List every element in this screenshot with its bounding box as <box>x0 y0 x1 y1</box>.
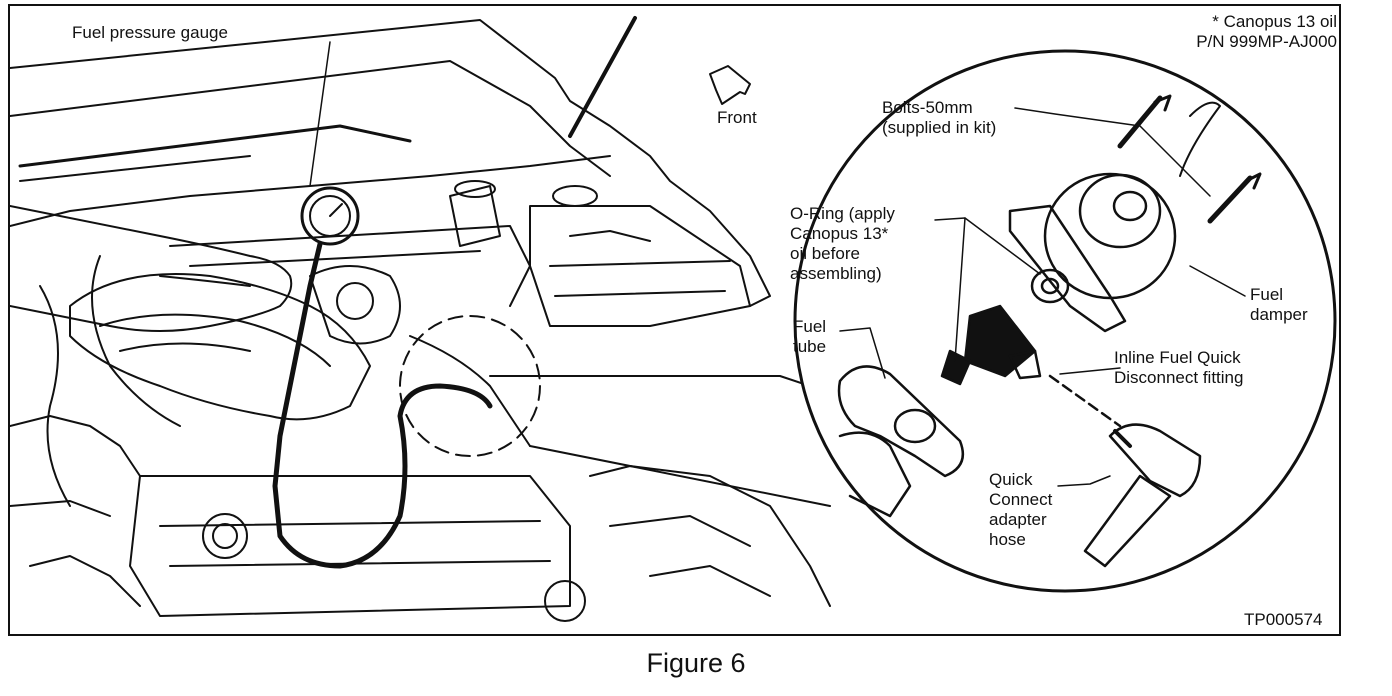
throttle-body <box>309 265 401 345</box>
fuel-tube-line-1: Fuel <box>793 317 827 336</box>
inline-fitting-line-1: Inline Fuel Quick <box>1114 348 1241 367</box>
quick-connect-line-1: Quick <box>989 470 1033 489</box>
quick-connect-adapter-hose <box>1108 423 1202 498</box>
label-quick-connect: Quick Connect adapter hose <box>989 470 1052 550</box>
gauge-hose <box>272 241 493 569</box>
o-ring-line-3: oil before <box>790 244 860 263</box>
oil-filler-cap <box>202 513 248 559</box>
figure-caption: Figure 6 <box>646 648 746 678</box>
fuel-damper-line-2: damper <box>1250 305 1308 324</box>
label-bolts: Bolts-50mm (supplied in kit) <box>882 98 996 138</box>
fuel-pressure-gauge <box>300 186 360 246</box>
intake-manifold <box>69 273 371 421</box>
note-line-2: P/N 999MP-AJ000 <box>1196 32 1337 51</box>
engine-illustration <box>10 16 1337 622</box>
label-front: Front <box>717 108 757 127</box>
detail-view <box>793 49 1337 593</box>
bolt-2 <box>1207 175 1253 224</box>
quick-connect-line-2: Connect <box>989 490 1053 509</box>
figure-frame: Fuel pressure gauge Front * Canopus 13 o… <box>8 4 1341 636</box>
label-fuel-tube: Fuel tube <box>793 317 826 357</box>
hood-outline <box>10 19 771 307</box>
fuel-tube-line-2: tube <box>793 337 827 356</box>
bolt-1 <box>1117 95 1163 149</box>
label-fuel-pressure-gauge: Fuel pressure gauge <box>72 23 228 42</box>
label-inline-fitting: Inline Fuel Quick Disconnect fitting <box>1114 348 1243 388</box>
o-ring-line-1: O-Ring (apply <box>790 204 895 223</box>
front-direction-arrow-icon <box>709 65 751 105</box>
fuel-damper-line-1: Fuel <box>1250 285 1284 304</box>
fuel-tube <box>837 365 965 478</box>
note-line-1: * Canopus 13 oil <box>1212 12 1337 31</box>
wiper-arm <box>18 124 412 168</box>
hood-inner-edge <box>10 60 611 177</box>
inline-fitting-line-2: Disconnect fitting <box>1114 368 1244 387</box>
quick-connect-line-3: adapter <box>989 510 1047 529</box>
bolts-line-1: Bolts-50mm <box>882 98 973 117</box>
o-ring-line-4: assembling) <box>790 264 882 283</box>
valve-cover <box>129 475 571 617</box>
hood-support-rod <box>568 16 637 138</box>
radiator-cap <box>544 580 586 622</box>
reservoir <box>449 185 501 247</box>
detail-dashed-circle <box>399 315 541 457</box>
label-o-ring: O-Ring (apply Canopus 13* oil before ass… <box>790 204 895 284</box>
label-fuel-damper: Fuel damper <box>1250 285 1308 325</box>
bolts-line-2: (supplied in kit) <box>882 118 997 137</box>
o-ring-line-2: Canopus 13* <box>790 224 889 243</box>
quick-connect-line-4: hose <box>989 530 1026 549</box>
figure-note: * Canopus 13 oil P/N 999MP-AJ000 <box>1152 12 1337 52</box>
inline-quick-disconnect-fitting <box>963 304 1037 378</box>
part-code: TP000574 <box>1244 610 1323 629</box>
technician-arm <box>10 205 293 332</box>
